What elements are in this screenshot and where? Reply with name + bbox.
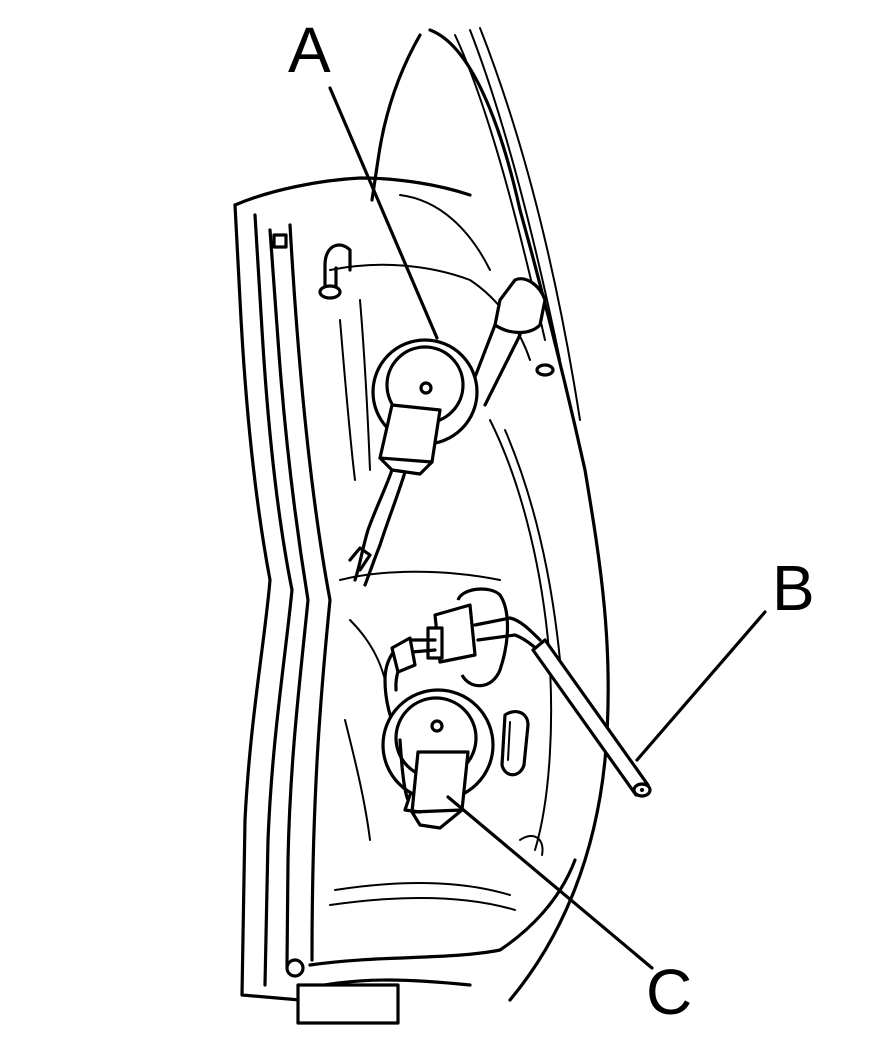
lower-bulb-socket: [381, 688, 530, 830]
callout-label-c: C: [646, 956, 693, 1028]
test-probe: [531, 638, 652, 798]
callout-label-b: B: [772, 552, 815, 624]
upper-bulb-socket: [348, 338, 479, 587]
drain-hook: [318, 243, 352, 300]
leader-line-a: [328, 86, 439, 340]
mounting-knob: [468, 277, 555, 407]
lamp-housing: [233, 176, 577, 1025]
body-panel: [370, 27, 610, 1002]
leader-line-b: [635, 610, 767, 762]
leader-line-c: [446, 795, 654, 970]
callout-label-a: A: [288, 14, 331, 86]
leader-lines: [328, 86, 767, 970]
